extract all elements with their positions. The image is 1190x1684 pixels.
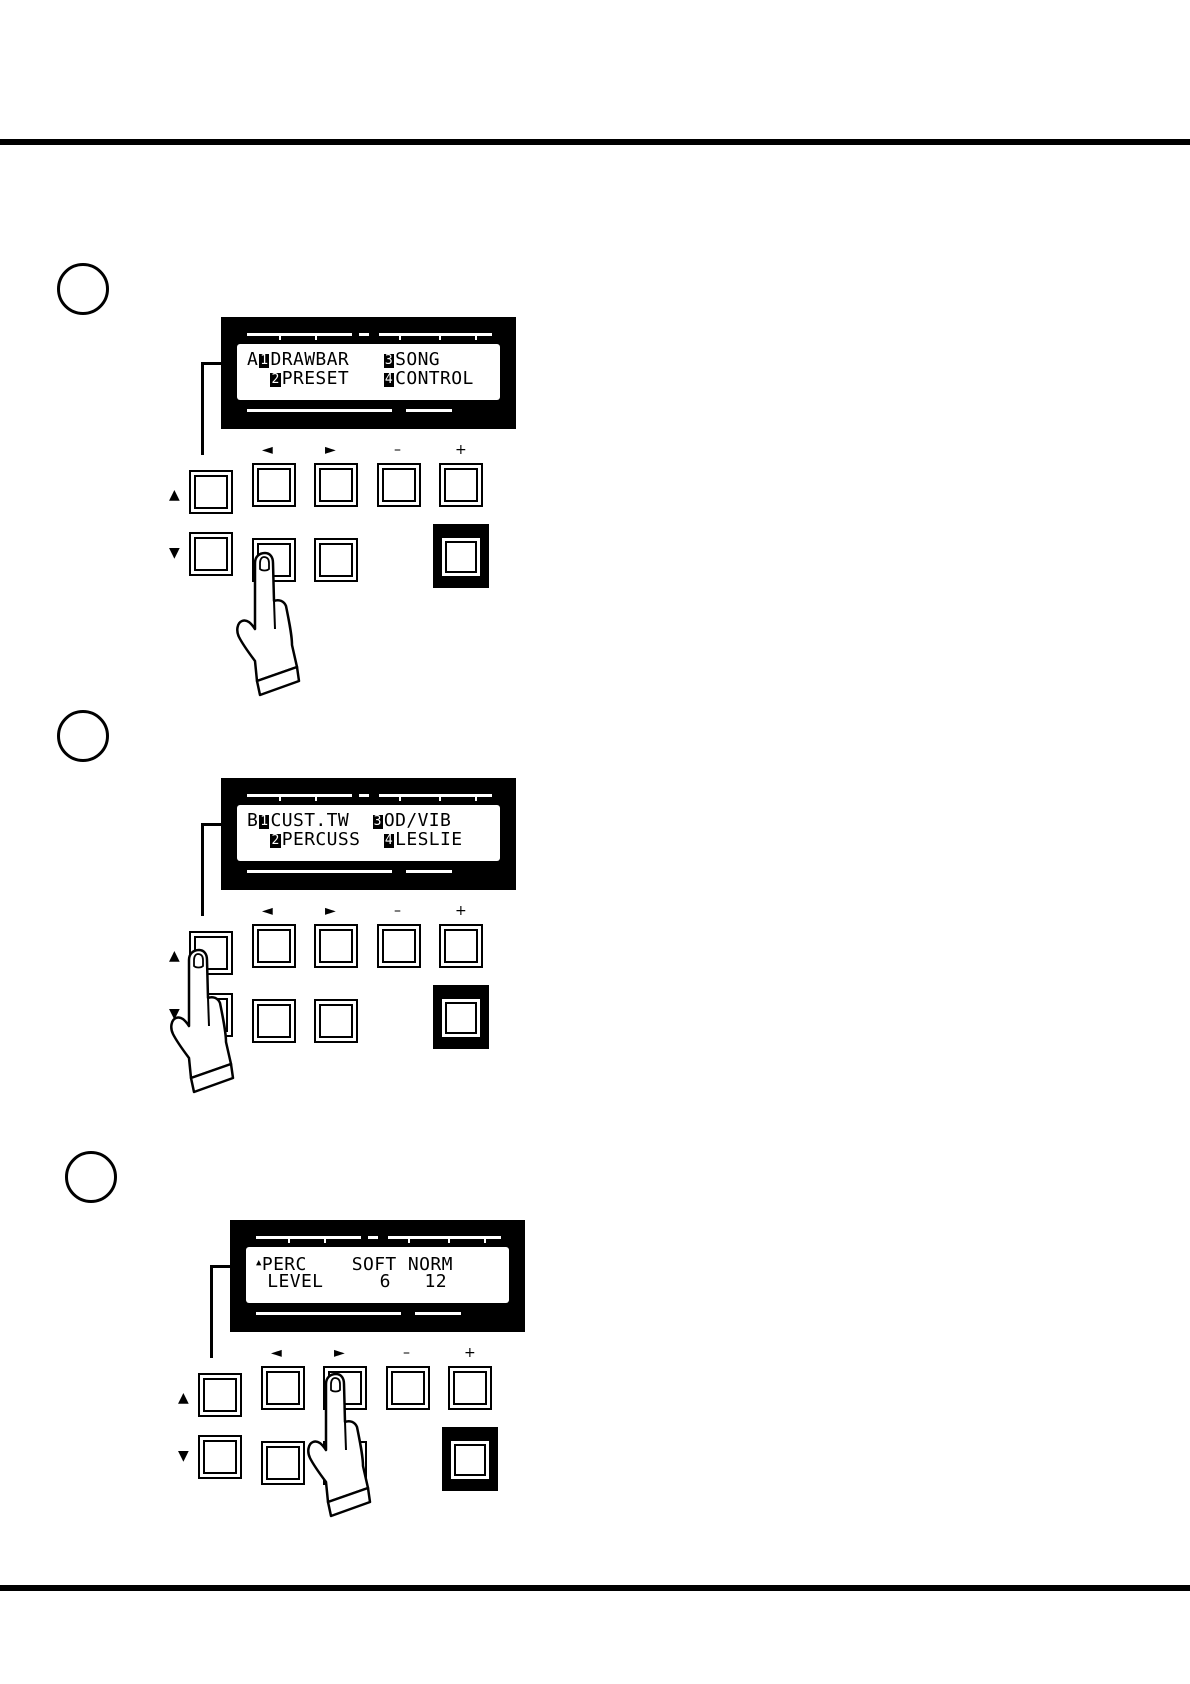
- step-1-circle: [57, 263, 109, 315]
- number-1-button[interactable]: [261, 1441, 305, 1485]
- number-2-button[interactable]: [314, 538, 358, 582]
- lcd-screen: ▲PERC SOFT NORM LEVEL 6 12: [246, 1247, 509, 1303]
- bottom-rule: [0, 1585, 1190, 1591]
- right-arrow-label: ►: [334, 1346, 345, 1360]
- page-up-button[interactable]: [189, 470, 233, 514]
- step-2-circle: [57, 710, 109, 762]
- selected-mode-button[interactable]: [433, 524, 489, 588]
- top-rule: [0, 139, 1190, 145]
- number-1-button[interactable]: [252, 999, 296, 1043]
- right-arrow-label: ►: [325, 904, 336, 918]
- page-down-button[interactable]: [198, 1435, 242, 1479]
- left-arrow-label: ◄: [271, 1346, 282, 1360]
- lcd-bracket: [201, 362, 204, 455]
- value-minus-button[interactable]: [377, 463, 421, 507]
- value-minus-button[interactable]: [386, 1366, 430, 1410]
- value-plus-button[interactable]: [448, 1366, 492, 1410]
- lcd-bracket: [201, 823, 204, 916]
- right-arrow-label: ►: [325, 443, 336, 457]
- cursor-left-button[interactable]: [252, 463, 296, 507]
- selected-mode-button[interactable]: [433, 985, 489, 1049]
- page-down-button[interactable]: [189, 532, 233, 576]
- cursor-right-button[interactable]: [314, 924, 358, 968]
- up-arrow-label: ▲: [169, 488, 180, 502]
- plus-label: +: [464, 1346, 476, 1360]
- pointing-hand-icon: [302, 1370, 382, 1520]
- down-arrow-label: ▼: [178, 1449, 189, 1463]
- cursor-right-button[interactable]: [314, 463, 358, 507]
- lcd-bracket: [210, 1265, 213, 1358]
- lcd-display: ▲PERC SOFT NORM LEVEL 6 12: [230, 1220, 525, 1332]
- cursor-left-button[interactable]: [252, 924, 296, 968]
- up-arrow-label: ▲: [178, 1391, 189, 1405]
- pointing-hand-icon: [231, 549, 311, 699]
- pointing-hand-icon: [165, 946, 245, 1096]
- lcd-line-2: LEVEL 6 12: [256, 1273, 447, 1291]
- step-3-panel: ▲PERC SOFT NORM LEVEL 6 12 ◄ ► – + ▲ ▼: [150, 1220, 490, 1580]
- step-3-circle: [65, 1151, 117, 1203]
- down-arrow-label: ▼: [169, 546, 180, 560]
- page-up-button[interactable]: [198, 1373, 242, 1417]
- plus-label: +: [455, 904, 467, 918]
- minus-label: –: [394, 904, 401, 918]
- left-arrow-label: ◄: [262, 904, 273, 918]
- number-2-button[interactable]: [314, 999, 358, 1043]
- selected-mode-button[interactable]: [442, 1427, 498, 1491]
- minus-label: –: [403, 1346, 410, 1360]
- cursor-left-button[interactable]: [261, 1366, 305, 1410]
- minus-label: –: [394, 443, 401, 457]
- left-arrow-label: ◄: [262, 443, 273, 457]
- value-plus-button[interactable]: [439, 463, 483, 507]
- plus-label: +: [455, 443, 467, 457]
- value-plus-button[interactable]: [439, 924, 483, 968]
- value-minus-button[interactable]: [377, 924, 421, 968]
